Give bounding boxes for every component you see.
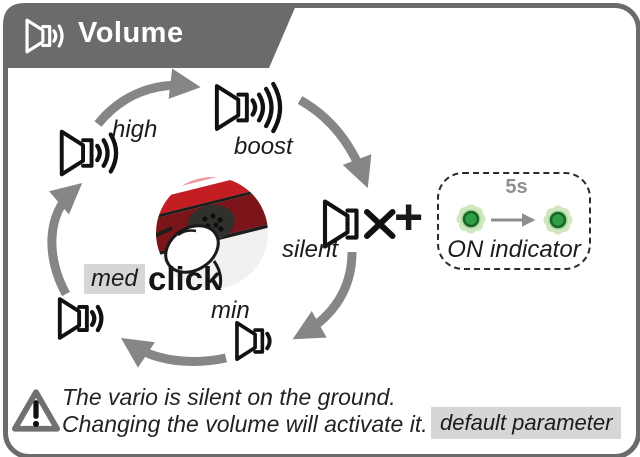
header-tab bbox=[3, 3, 297, 68]
label-med: med bbox=[84, 264, 145, 294]
plus-sign: + bbox=[394, 189, 424, 245]
page-title: Volume bbox=[78, 17, 184, 49]
speaker-high-icon bbox=[59, 129, 119, 177]
speaker-med-icon bbox=[57, 297, 104, 340]
label-silent: silent bbox=[282, 236, 339, 263]
on-indicator-box: 5s ON indicator bbox=[437, 172, 591, 270]
arrow-boost-to-silent bbox=[297, 96, 372, 189]
warning-icon bbox=[11, 389, 61, 432]
on-indicator-label: ON indicator bbox=[447, 236, 581, 263]
label-boost: boost bbox=[234, 133, 293, 160]
speaker-boost-icon bbox=[214, 81, 283, 134]
arrow-high-to-boost bbox=[94, 68, 201, 127]
led-delay-arrow bbox=[491, 213, 536, 227]
warning-line-2: Changing the volume will activate it. bbox=[62, 411, 428, 437]
speaker-volume-icon bbox=[25, 18, 64, 54]
arrow-min-to-med bbox=[121, 338, 227, 368]
label-high: high bbox=[112, 116, 158, 143]
arrow-silent-to-min bbox=[292, 251, 357, 340]
warning-line-1: The vario is silent on the ground. bbox=[62, 384, 396, 410]
label-min: min bbox=[211, 297, 250, 324]
led-on-icon bbox=[543, 205, 573, 235]
speaker-muted-icon bbox=[322, 199, 396, 249]
click-action-label: click bbox=[148, 260, 222, 297]
arrow-med-to-high bbox=[47, 182, 83, 297]
led-on-icon bbox=[456, 204, 486, 234]
speaker-min-icon bbox=[235, 321, 272, 361]
default-parameter-badge: default parameter bbox=[431, 407, 622, 439]
button-press-photo bbox=[156, 177, 268, 289]
delay-label: 5s bbox=[505, 176, 528, 198]
